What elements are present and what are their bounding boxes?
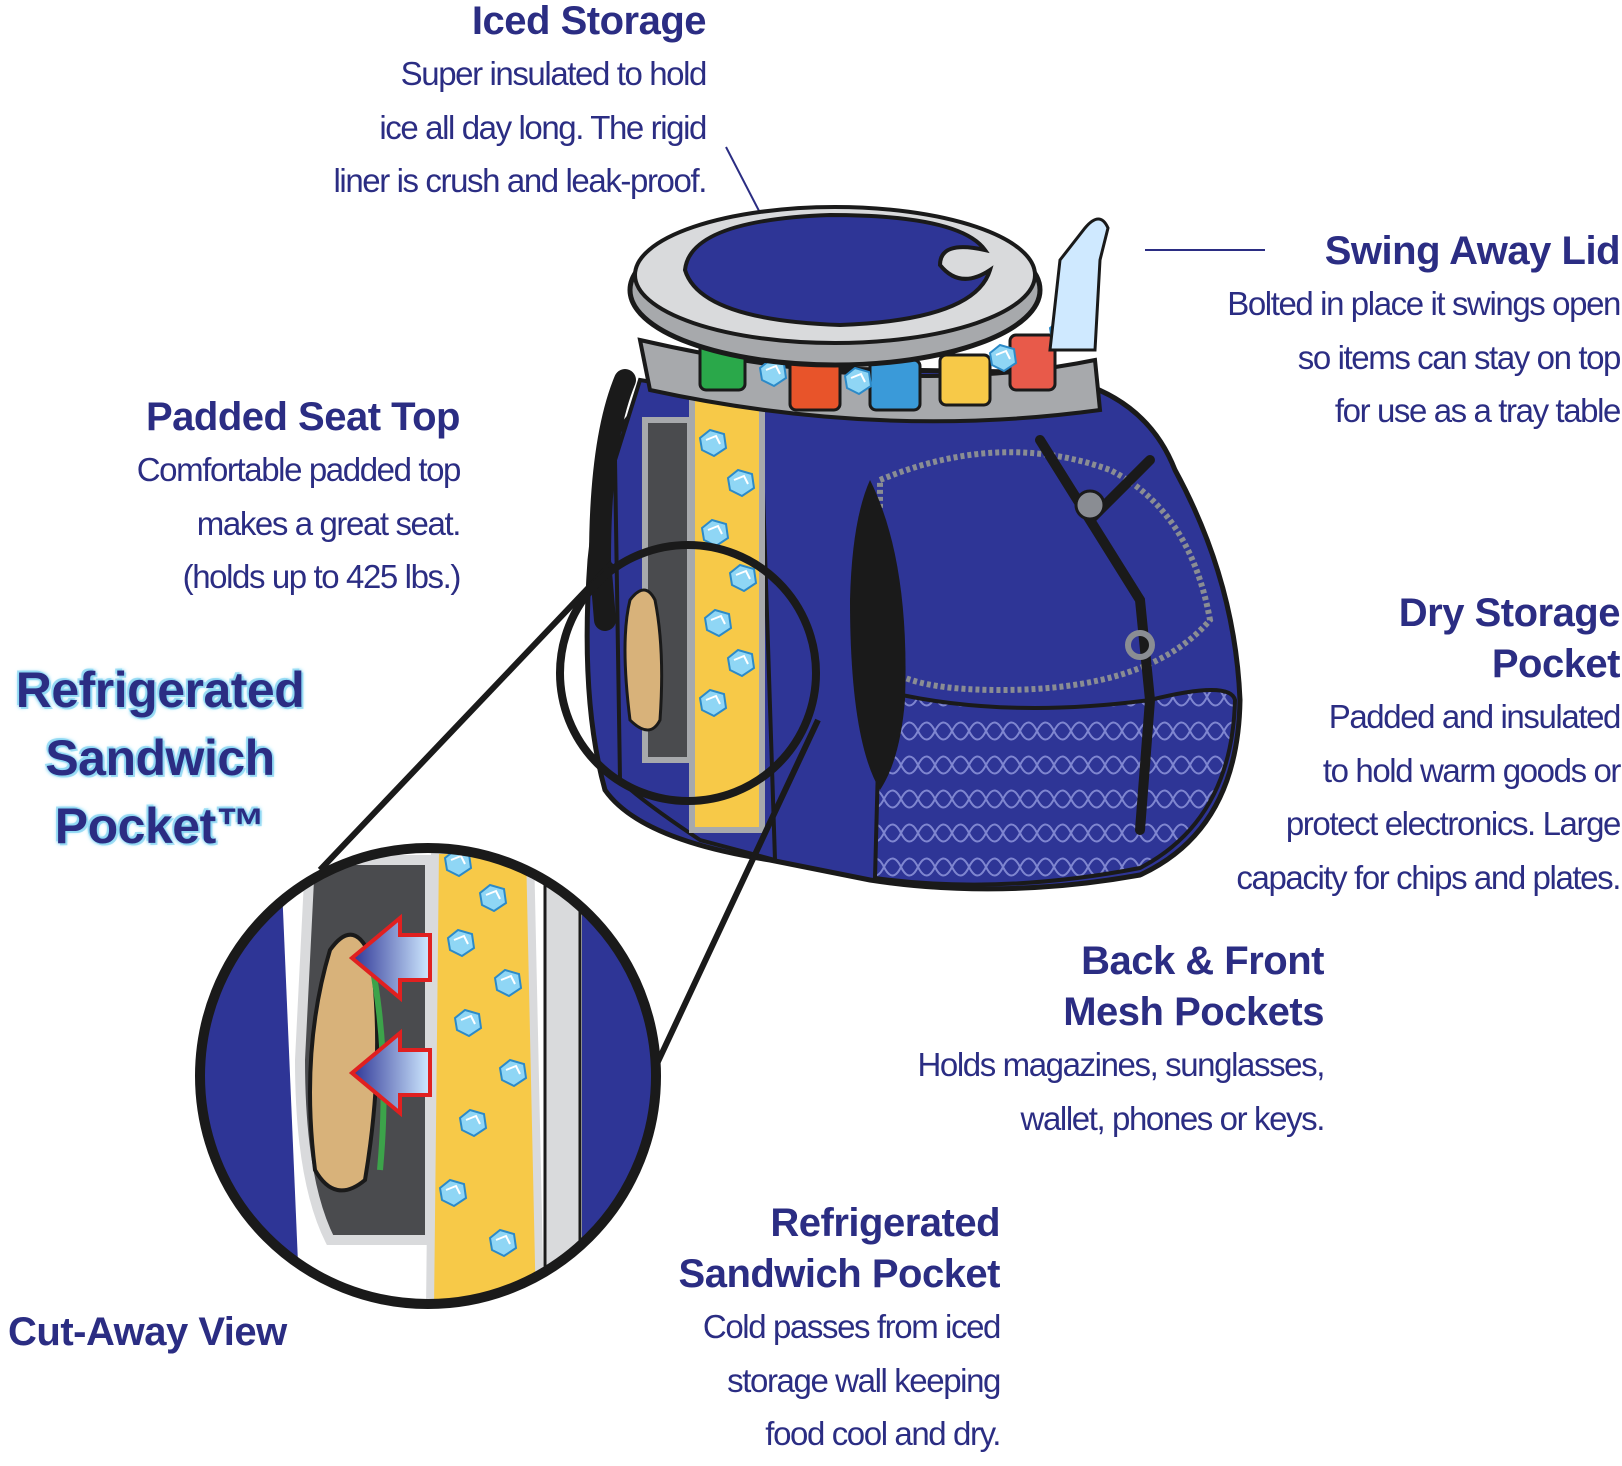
soda-can-icon <box>938 353 992 407</box>
swing-away-lid-body: Bolted in place it swings open so items … <box>1227 285 1621 430</box>
iced-compartment <box>689 387 765 833</box>
featured-sandwich-pocket-label: Refrigerated Sandwich Pocket™ <box>15 662 305 854</box>
callout-sandwich-pocket: Refrigerated Sandwich Pocket Cold passes… <box>600 1198 1002 1461</box>
magnifier-line <box>637 718 821 1102</box>
backpack-strap <box>588 369 636 631</box>
callout-swing-away-lid: Swing Away Lid Bolted in place it swings… <box>1100 226 1621 438</box>
magnifier-lens <box>195 843 661 1309</box>
padded-seat-top-title: Padded Seat Top <box>145 395 461 439</box>
callout-padded-seat-top: Padded Seat Top Comfortable padded top m… <box>40 392 462 604</box>
mesh-pockets-title: Back & Front Mesh Pockets <box>1063 939 1324 1035</box>
callout-mesh-pockets: Back & Front Mesh Pockets Holds magazine… <box>800 936 1325 1145</box>
dry-storage-opening <box>850 480 906 790</box>
iced-storage-body: Super insulated to hold ice all day long… <box>333 55 707 200</box>
soda-can-icon <box>868 358 922 412</box>
bottle-icon <box>1048 217 1110 352</box>
mesh-pockets-body: Holds magazines, sunglasses, wallet, pho… <box>917 1046 1325 1137</box>
dry-storage-pocket <box>877 449 1214 694</box>
strap-ring <box>1125 630 1155 660</box>
padded-seat-top <box>682 212 994 328</box>
cold-arrow-icon <box>348 913 432 1003</box>
sandwich-small <box>623 588 664 732</box>
iced-storage-title: Iced Storage <box>471 0 707 43</box>
padded-seat-top-body: Comfortable padded top makes a great sea… <box>136 451 462 596</box>
strap-buckle <box>1074 489 1106 521</box>
sandwich-pocket-title: Refrigerated Sandwich Pocket <box>678 1201 1001 1297</box>
callout-dry-storage: Dry Storage Pocket Padded and insulated … <box>1120 588 1621 904</box>
soda-cans <box>698 319 1077 412</box>
cold-arrow-icon <box>348 1028 432 1118</box>
cutaway-view-label: Cut-Away View <box>8 1310 287 1354</box>
callout-iced-storage: Iced Storage Super insulated to hold ice… <box>220 0 707 208</box>
small-lens <box>556 541 820 805</box>
dry-storage-title: Dry Storage Pocket <box>1398 591 1621 687</box>
sandwich-pocket-body: Cold passes from iced storage wall keepi… <box>702 1308 1001 1453</box>
magnifier-line <box>317 560 615 873</box>
dry-storage-body: Padded and insulated to hold warm goods … <box>1236 698 1621 896</box>
swing-away-lid-title: Swing Away Lid <box>1324 229 1621 273</box>
